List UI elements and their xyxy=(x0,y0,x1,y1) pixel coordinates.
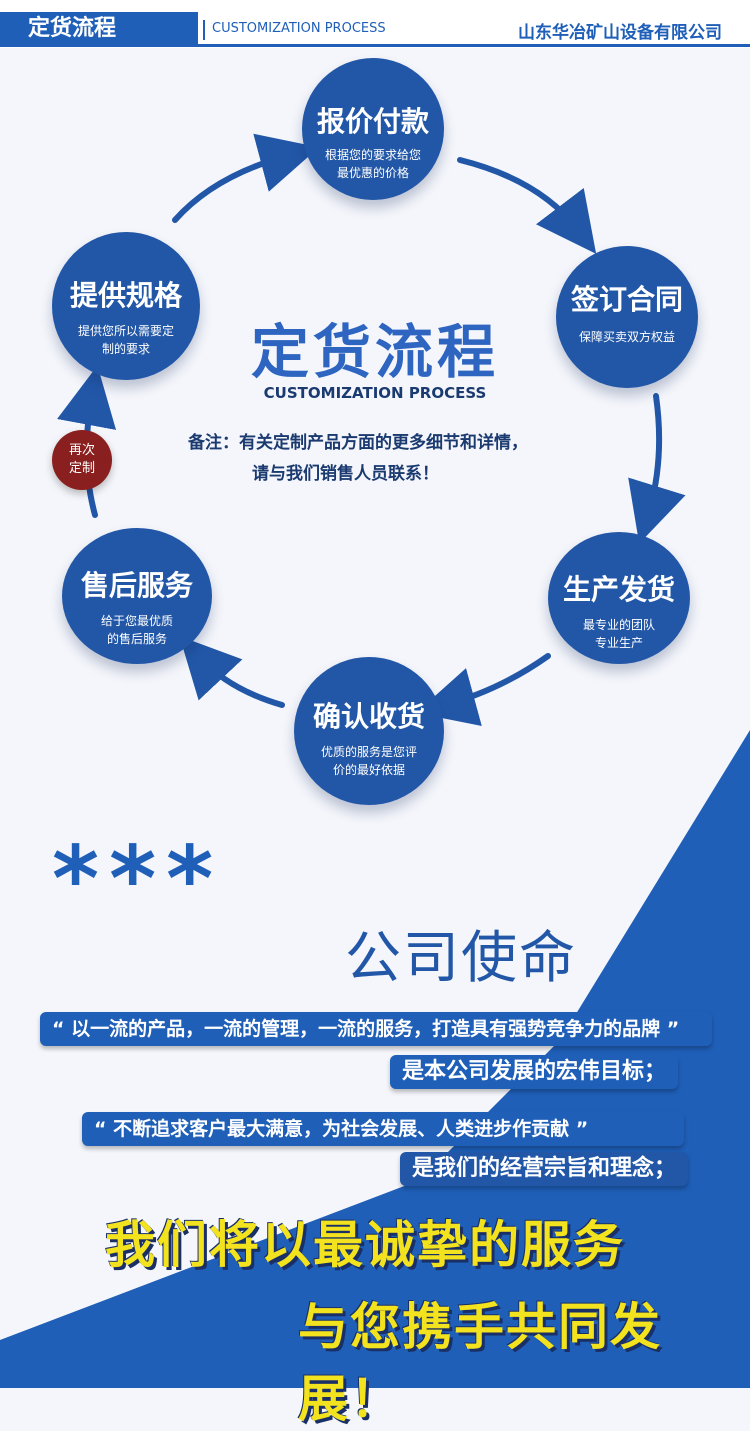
step-title: 生产发货 xyxy=(562,573,675,606)
step-desc: 保障买卖双方权益 xyxy=(578,330,675,344)
reorder-badge: 再次 定制 xyxy=(52,430,112,490)
decorative-stars: *** xyxy=(52,827,224,932)
step-after-sales: 售后服务 给于您最优质的售后服务 xyxy=(62,528,212,664)
step-provide-specs: 提供规格 提供您所以需要定制的要求 xyxy=(52,232,200,380)
process-arrows xyxy=(57,133,686,727)
step-quote-payment: 报价付款 根据您的要求给您最优惠的价格 xyxy=(302,58,444,200)
background-blue-wedge xyxy=(0,730,750,1388)
step-title: 报价付款 xyxy=(316,105,429,138)
reorder-badge-line2: 定制 xyxy=(68,461,95,476)
process-note-line1: 备注：有关定制产品方面的更多细节和详情， xyxy=(188,433,528,453)
step-confirm-receipt: 确认收货 优质的服务是您评价的最好依据 xyxy=(294,657,444,805)
slogan-line-1: 我们将以最诚挚的服务 xyxy=(105,1216,625,1274)
step-desc: 优质的服务是您评价的最好依据 xyxy=(320,745,417,777)
arrow-step1-to-step2 xyxy=(457,157,597,254)
company-name: 山东华冶矿山设备有限公司 xyxy=(518,23,722,43)
step-sign-contract: 签订合同 保障买卖双方权益 xyxy=(556,246,698,388)
header-separator xyxy=(203,20,205,40)
header-underline xyxy=(0,44,750,47)
process-title: 定货流程 xyxy=(250,318,499,386)
step-desc: 提供您所以需要定制的要求 xyxy=(78,324,175,356)
process-note-line2: 请与我们销售人员联系！ xyxy=(252,464,439,484)
header-subtitle: CUSTOMIZATION PROCESS xyxy=(212,21,386,36)
step-title: 签订合同 xyxy=(570,283,683,316)
arrow-step3-to-step4 xyxy=(416,653,551,727)
arrow-step6-to-step1 xyxy=(172,133,319,223)
process-title-en: CUSTOMIZATION PROCESS xyxy=(263,384,487,402)
reorder-badge-line1: 再次 xyxy=(68,443,95,458)
step-title: 确认收货 xyxy=(312,700,425,733)
arrow-step4-to-step5 xyxy=(179,636,285,708)
step-desc: 根据您的要求给您最优惠的价格 xyxy=(324,148,421,180)
mission-goal: 是本公司发展的宏伟目标； xyxy=(390,1055,679,1089)
step-title: 提供规格 xyxy=(69,279,182,312)
step-desc: 给于您最优质的售后服务 xyxy=(100,614,173,646)
mission-quote-1: “ 以一流的产品，一流的管理，一流的服务，打造具有强势竞争力的品牌 ” xyxy=(40,1012,712,1046)
step-production-shipping: 生产发货 最专业的团队专业生产 xyxy=(548,532,690,664)
slogan-line-2: 与您携手共同发展！ xyxy=(298,1298,662,1428)
step-title: 售后服务 xyxy=(80,569,193,602)
mission-quote-2: “ 不断追求客户最大满意，为社会发展、人类进步作贡献 ” xyxy=(82,1112,684,1146)
arrow-step2-to-step3 xyxy=(628,393,686,544)
mission-title: 公司使命 xyxy=(345,926,577,991)
step-desc: 最专业的团队专业生产 xyxy=(582,618,655,650)
header-tab: 定货流程 xyxy=(0,12,198,46)
mission-philosophy: 是我们的经营宗旨和理念； xyxy=(400,1152,689,1186)
